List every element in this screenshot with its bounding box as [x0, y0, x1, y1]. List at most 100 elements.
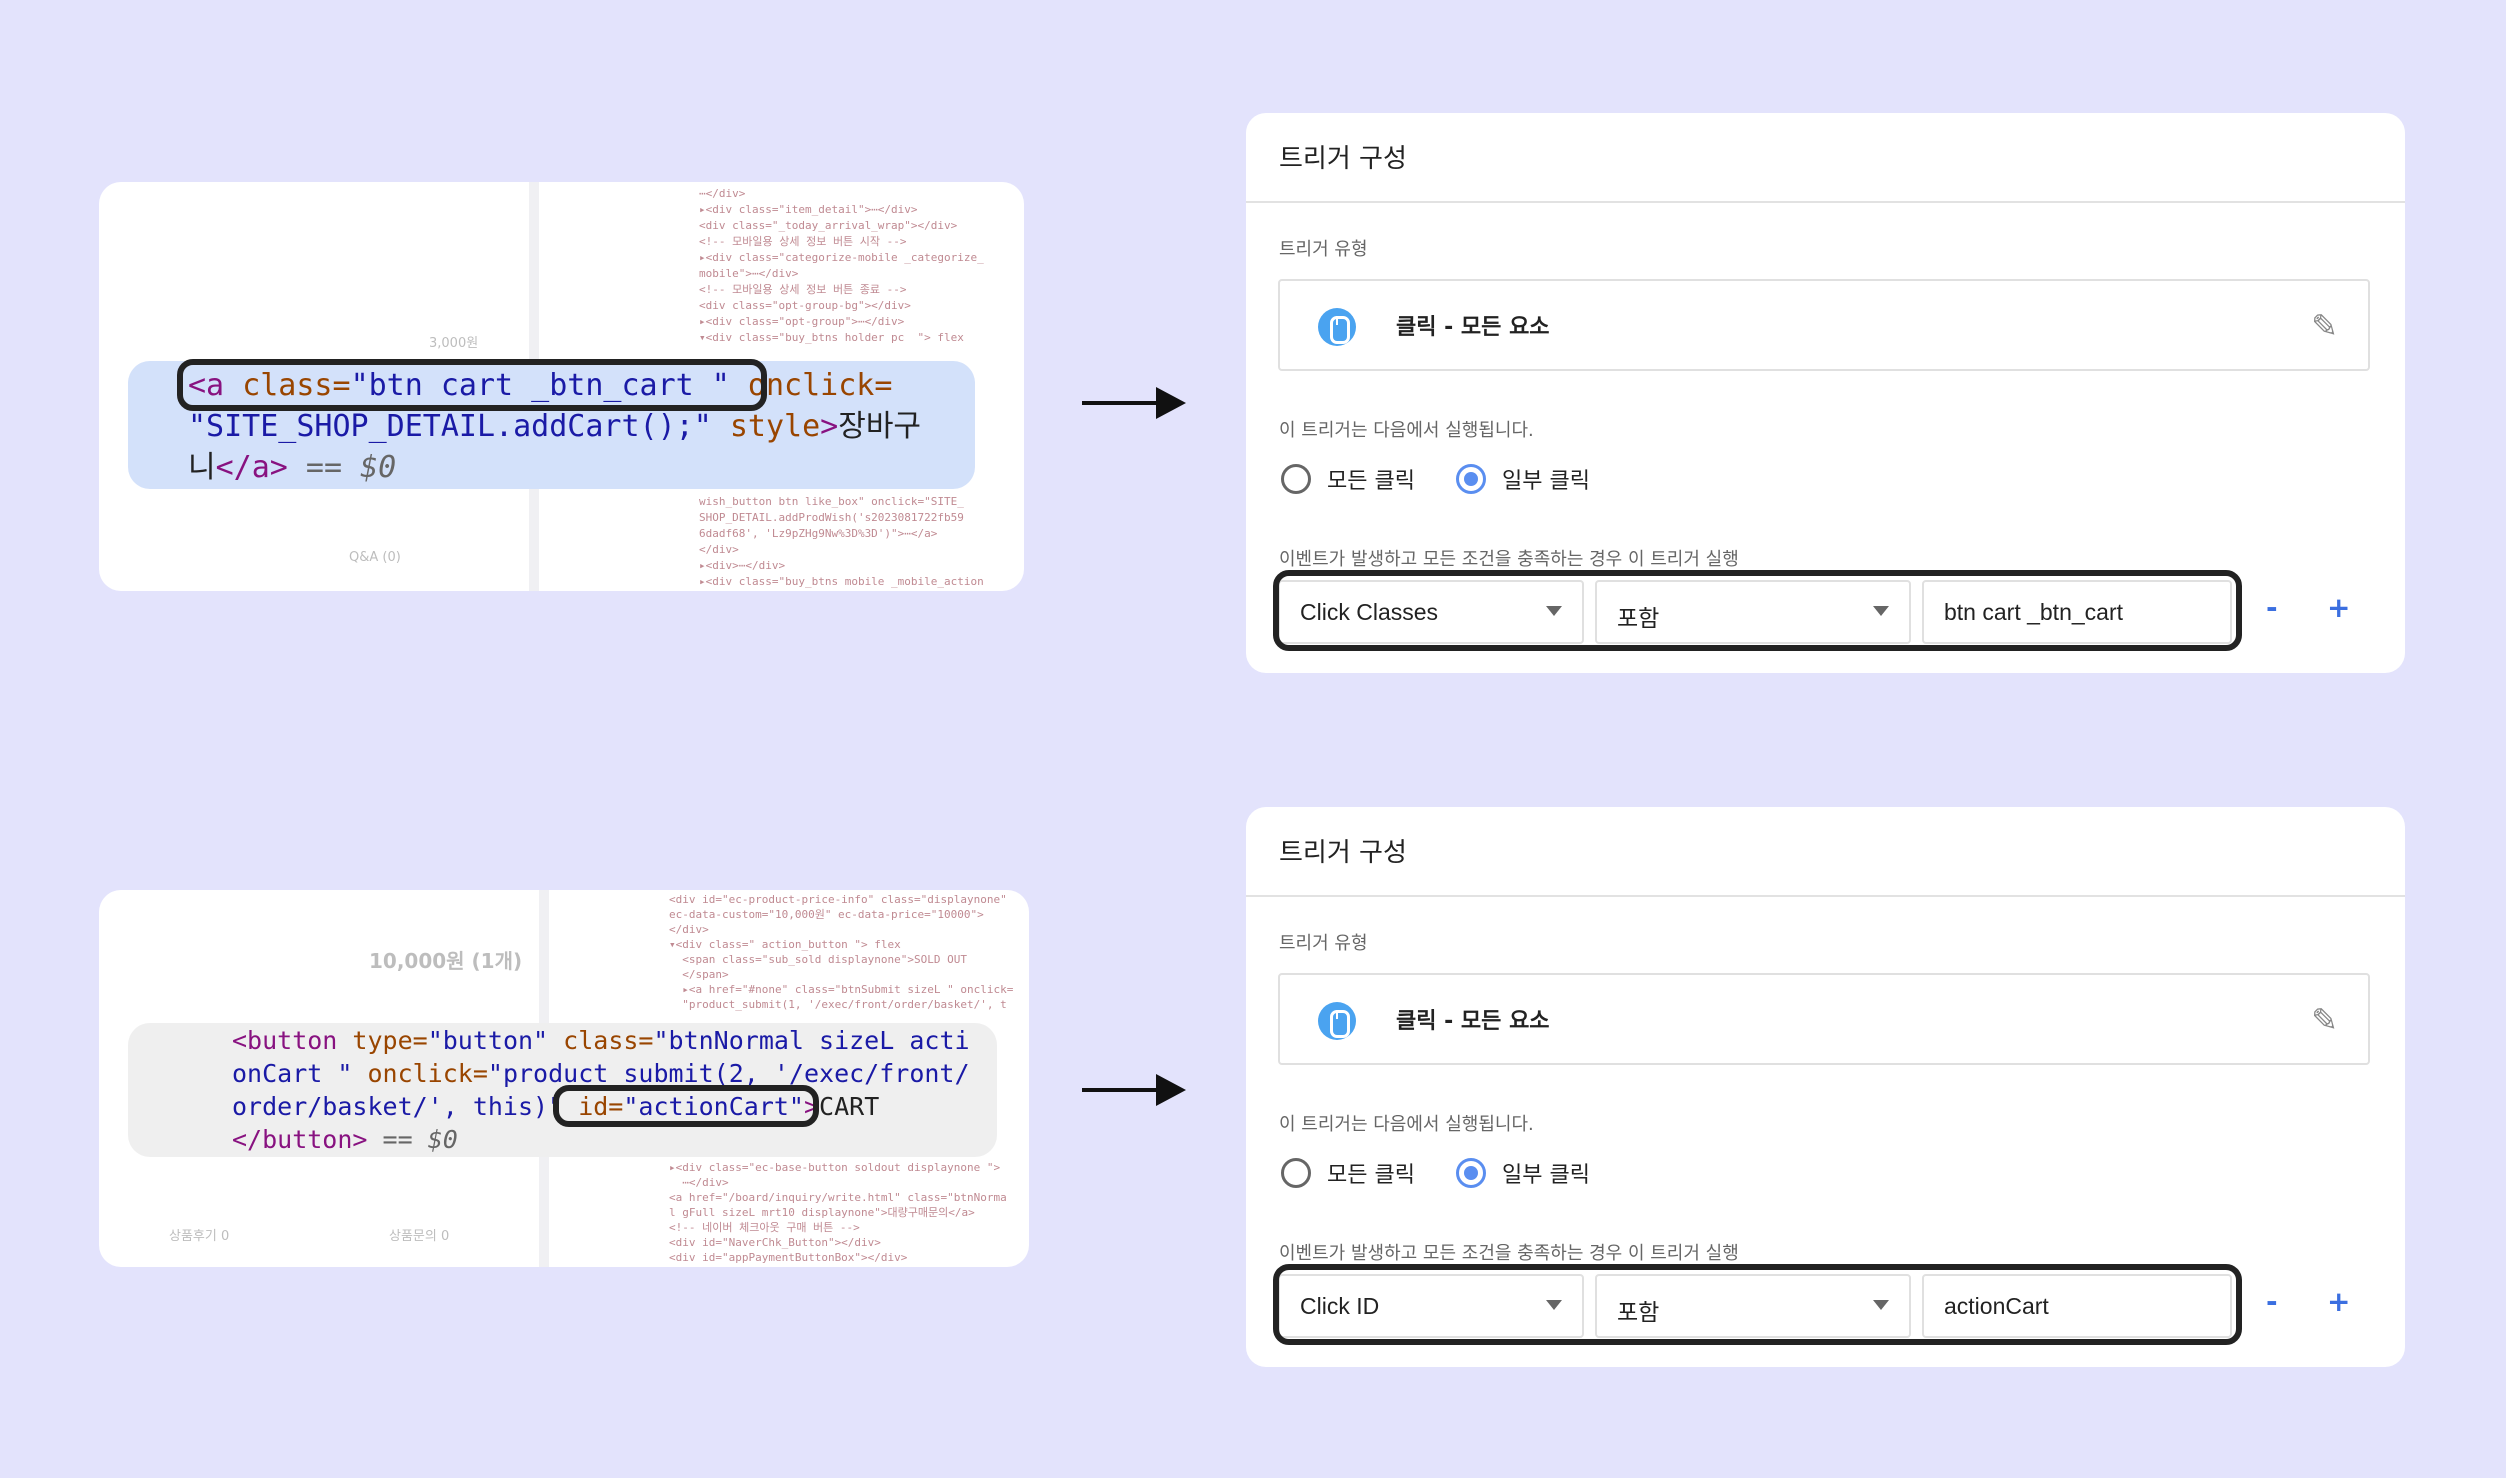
trigger-config-card-1: 트리거 구성 트리거 유형 클릭 - 모든 요소 ✎ 이 트리거는 다음에서 실… [1246, 113, 2405, 673]
dom-line: <div id="NaverChk_Button"></div> [669, 1236, 881, 1249]
trigger-type-label: 트리거 유형 [1279, 933, 1368, 954]
operator-select[interactable]: 포함 [1595, 580, 1911, 644]
faint-price: 10,000원 (1개) [369, 949, 523, 973]
code-token: > [820, 409, 839, 444]
add-condition-button[interactable]: + [2327, 1285, 2351, 1318]
runs-on-label: 이 트리거는 다음에서 실행됩니다. [1279, 1114, 1534, 1135]
code-token: onclick= [729, 368, 893, 403]
code-token: <a [188, 368, 243, 403]
divider [1246, 895, 2405, 897]
radio-unchecked[interactable] [1281, 464, 1311, 494]
radio-some-clicks[interactable]: 일부 클릭 [1456, 1157, 1590, 1189]
dom-line: ▸<div class="opt-group">⋯</div> [699, 315, 905, 328]
highlight-outline [553, 1085, 819, 1127]
dom-line: <!-- 네이버 체크아웃 구매 버튼 --> [669, 1221, 860, 1234]
radio-label: 모든 클릭 [1327, 1163, 1415, 1188]
code-token: CART [819, 1092, 880, 1121]
condition-label: 이벤트가 발생하고 모든 조건을 충족하는 경우 이 트리거 실행 [1279, 1243, 1739, 1264]
dom-line: ▾<div class="buy_btns holder pc "> flex [699, 331, 964, 344]
radio-label: 일부 클릭 [1502, 1163, 1590, 1188]
dom-line: ⋯</div> [699, 187, 746, 200]
code-token: <button [232, 1026, 353, 1055]
code-token: $0 [427, 1125, 458, 1154]
code-token: </button> [232, 1125, 368, 1154]
dom-line: ▸<div class="item_detail">⋯</div> [699, 203, 918, 216]
code-token: "actionCart" [623, 1092, 804, 1121]
card-title: 트리거 구성 [1279, 838, 1407, 868]
dom-line: ▸<a href="#none" class="btnSubmit sizeL … [669, 983, 1014, 996]
arrow-right-icon [1082, 1074, 1186, 1106]
remove-condition-button[interactable]: - [2266, 1285, 2278, 1318]
devtools-screenshot-2: 10,000원 (1개) 상품후기 0 상품문의 0 <div id="ec-p… [99, 890, 1029, 1267]
radio-label: 모든 클릭 [1327, 469, 1415, 494]
devtools-lines-top: ⋯</div> ▸<div class="item_detail">⋯</div… [699, 186, 984, 346]
trigger-config-card-2: 트리거 구성 트리거 유형 클릭 - 모든 요소 ✎ 이 트리거는 다음에서 실… [1246, 807, 2405, 1367]
dropdown-caret-icon [1873, 606, 1889, 616]
devtools-screenshot-1: 3,000원 Q&A (0) ⋯</div> ▸<div class="item… [99, 182, 1024, 591]
dom-line: ▸<div class="ec-base-button soldout disp… [669, 1161, 1001, 1174]
devtools-lines-bottom: wish_button btn like_box" onclick="SITE_… [699, 494, 984, 590]
radio-all-clicks[interactable]: 모든 클릭 [1281, 463, 1415, 495]
dom-line: ▸<div>⋯</div> [699, 559, 786, 572]
variable-select[interactable]: Click Classes [1278, 580, 1584, 644]
code-token: "btn cart _btn_cart " [350, 368, 730, 403]
input-value: actionCart [1944, 1293, 2049, 1319]
radio-checked[interactable] [1456, 464, 1486, 494]
dom-line: wish_button btn like_box" onclick="SITE_ [699, 495, 964, 508]
devtools-lines-top: <div id="ec-product-price-info" class="d… [669, 892, 1013, 1012]
dropdown-caret-icon [1873, 1300, 1889, 1310]
dom-line: ▾<div class=" action_button "> flex [669, 938, 901, 951]
remove-condition-button[interactable]: - [2266, 591, 2278, 624]
code-token: "SITE_SHOP_DETAIL.addCart();" [188, 409, 712, 444]
select-value: Click ID [1300, 1293, 1380, 1319]
dom-line: 6dadf68', 'Lz9pZHg9Nw%3D%3D')">⋯</a> [699, 527, 938, 540]
code-token: == [367, 1125, 428, 1154]
value-input[interactable]: actionCart [1922, 1274, 2232, 1338]
radio-unchecked[interactable] [1281, 1158, 1311, 1188]
code-token: onclick= [352, 1059, 488, 1088]
edit-pencil-icon[interactable]: ✎ [2311, 307, 2338, 345]
code-token: style [711, 409, 821, 444]
radio-all-clicks[interactable]: 모든 클릭 [1281, 1157, 1415, 1189]
edit-pencil-icon[interactable]: ✎ [2311, 1001, 2338, 1039]
dom-line: </div> [699, 543, 739, 556]
highlight-outline [177, 359, 767, 411]
code-token: == [287, 450, 361, 485]
dom-line: <!-- 모바일용 상세 정보 버튼 시작 --> [699, 235, 907, 248]
dom-line: <a href="/board/inquiry/write.html" clas… [669, 1191, 1007, 1204]
dom-line: SHOP_DETAIL.addProdWish('s2023081722fb59 [699, 511, 964, 524]
select-value: 포함 [1617, 1299, 1660, 1325]
faint-tab: 상품문의 0 [389, 1229, 450, 1244]
dom-line: <div class="_today_arrival_wrap"></div> [699, 219, 958, 232]
faint-tab: Q&A (0) [349, 550, 401, 565]
value-input[interactable]: btn cart _btn_cart [1922, 580, 2232, 644]
radio-label: 일부 클릭 [1502, 469, 1590, 494]
trigger-type-name: 클릭 - 모든 요소 [1396, 1009, 1550, 1034]
dom-line: ec-data-custom="10,000원" ec-data-price="… [669, 908, 984, 921]
trigger-type-box[interactable]: 클릭 - 모든 요소 ✎ [1278, 973, 2370, 1065]
trigger-type-label: 트리거 유형 [1279, 239, 1368, 260]
dom-line: "product_submit(1, '/exec/front/order/ba… [669, 998, 1007, 1011]
radio-checked[interactable] [1456, 1158, 1486, 1188]
dom-line: </div> [669, 923, 709, 936]
select-value: 포함 [1617, 605, 1660, 631]
code-token: </a> [215, 450, 288, 485]
code-token: class= [548, 1026, 654, 1055]
variable-select[interactable]: Click ID [1278, 1274, 1584, 1338]
code-token: id= [563, 1092, 624, 1121]
code-token: 장바구 [838, 409, 922, 444]
mouse-click-icon [1318, 1002, 1356, 1040]
faint-price: 3,000원 [429, 336, 479, 351]
runs-on-label: 이 트리거는 다음에서 실행됩니다. [1279, 420, 1534, 441]
add-condition-button[interactable]: + [2327, 591, 2351, 624]
dom-line: <div id="appPaymentButtonBox"></div> [669, 1251, 908, 1264]
code-token: $0 [360, 450, 397, 485]
select-value: Click Classes [1300, 599, 1439, 625]
trigger-type-box[interactable]: 클릭 - 모든 요소 ✎ [1278, 279, 2370, 371]
code-token: order/basket/', this)" [232, 1092, 564, 1121]
input-value: btn cart _btn_cart [1944, 599, 2123, 625]
radio-some-clicks[interactable]: 일부 클릭 [1456, 463, 1590, 495]
dropdown-caret-icon [1546, 606, 1562, 616]
operator-select[interactable]: 포함 [1595, 1274, 1911, 1338]
dom-line: ▸<div class="buy_btns mobile _mobile_act… [699, 575, 984, 588]
